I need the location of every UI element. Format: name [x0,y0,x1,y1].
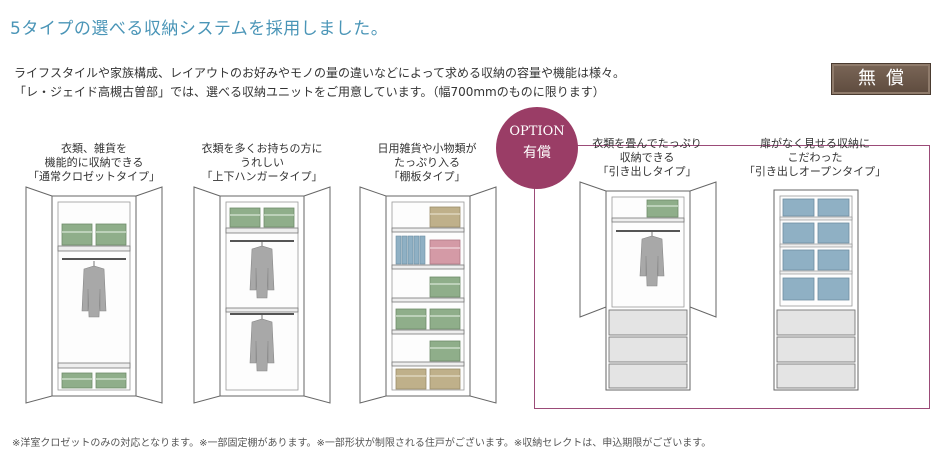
shirt-icon [639,232,665,287]
book-icon [395,235,426,265]
caption-type-5: 扉がなく見せる収納にこだわった「引き出しオープンタイプ」 [743,137,887,178]
intro-text-2: 「レ・ジェイド高槻古曽部」では、選べる収納ユニットをご用意しています。（幅700… [14,85,605,99]
drawer-icon [776,309,856,389]
closet-illustration-hanger [193,186,331,404]
option-badge-label: OPTION [509,124,565,139]
footnote: ※洋室クロゼットのみの対応となります。※一部固定棚があります。※一部形状が制限さ… [12,438,712,449]
free-badge: 無償 [831,63,931,95]
closet-illustration-open-drawer [773,189,859,391]
option-badge: OPTION 有償 [496,107,578,189]
closet-illustration-shelf [359,186,497,404]
storage-box-icon [61,223,127,389]
caption-type-1: 衣類、雑貨を機能的に収納できる「通常クロゼットタイプ」 [28,142,160,183]
intro-text-1: ライフスタイルや家族構成、レイアウトのお好みやモノの量の違いなどによって求める収… [14,66,626,80]
page-title: 5タイプの選べる収納システムを採用しました。 [10,19,389,39]
shirt-icon [249,242,275,299]
caption-type-2: 衣類を多くお持ちの方にうれしい「上下ハンガータイプ」 [201,142,323,183]
drawer-icon [608,309,688,389]
shirt-icon [249,315,275,372]
shirt-icon [81,261,107,318]
closet-illustration-normal [25,186,163,404]
storage-box-icon [782,198,850,301]
storage-box-icon [229,207,295,228]
caption-type-3: 日用雑貨や小物類がたっぷり入る「棚板タイプ」 [377,142,477,183]
option-badge-paid: 有償 [523,145,551,161]
caption-type-4: 衣類を畳んでたっぷり収納できる「引き出しタイプ」 [592,137,702,178]
option-frame [534,145,930,409]
closet-illustration-drawer [579,181,717,391]
